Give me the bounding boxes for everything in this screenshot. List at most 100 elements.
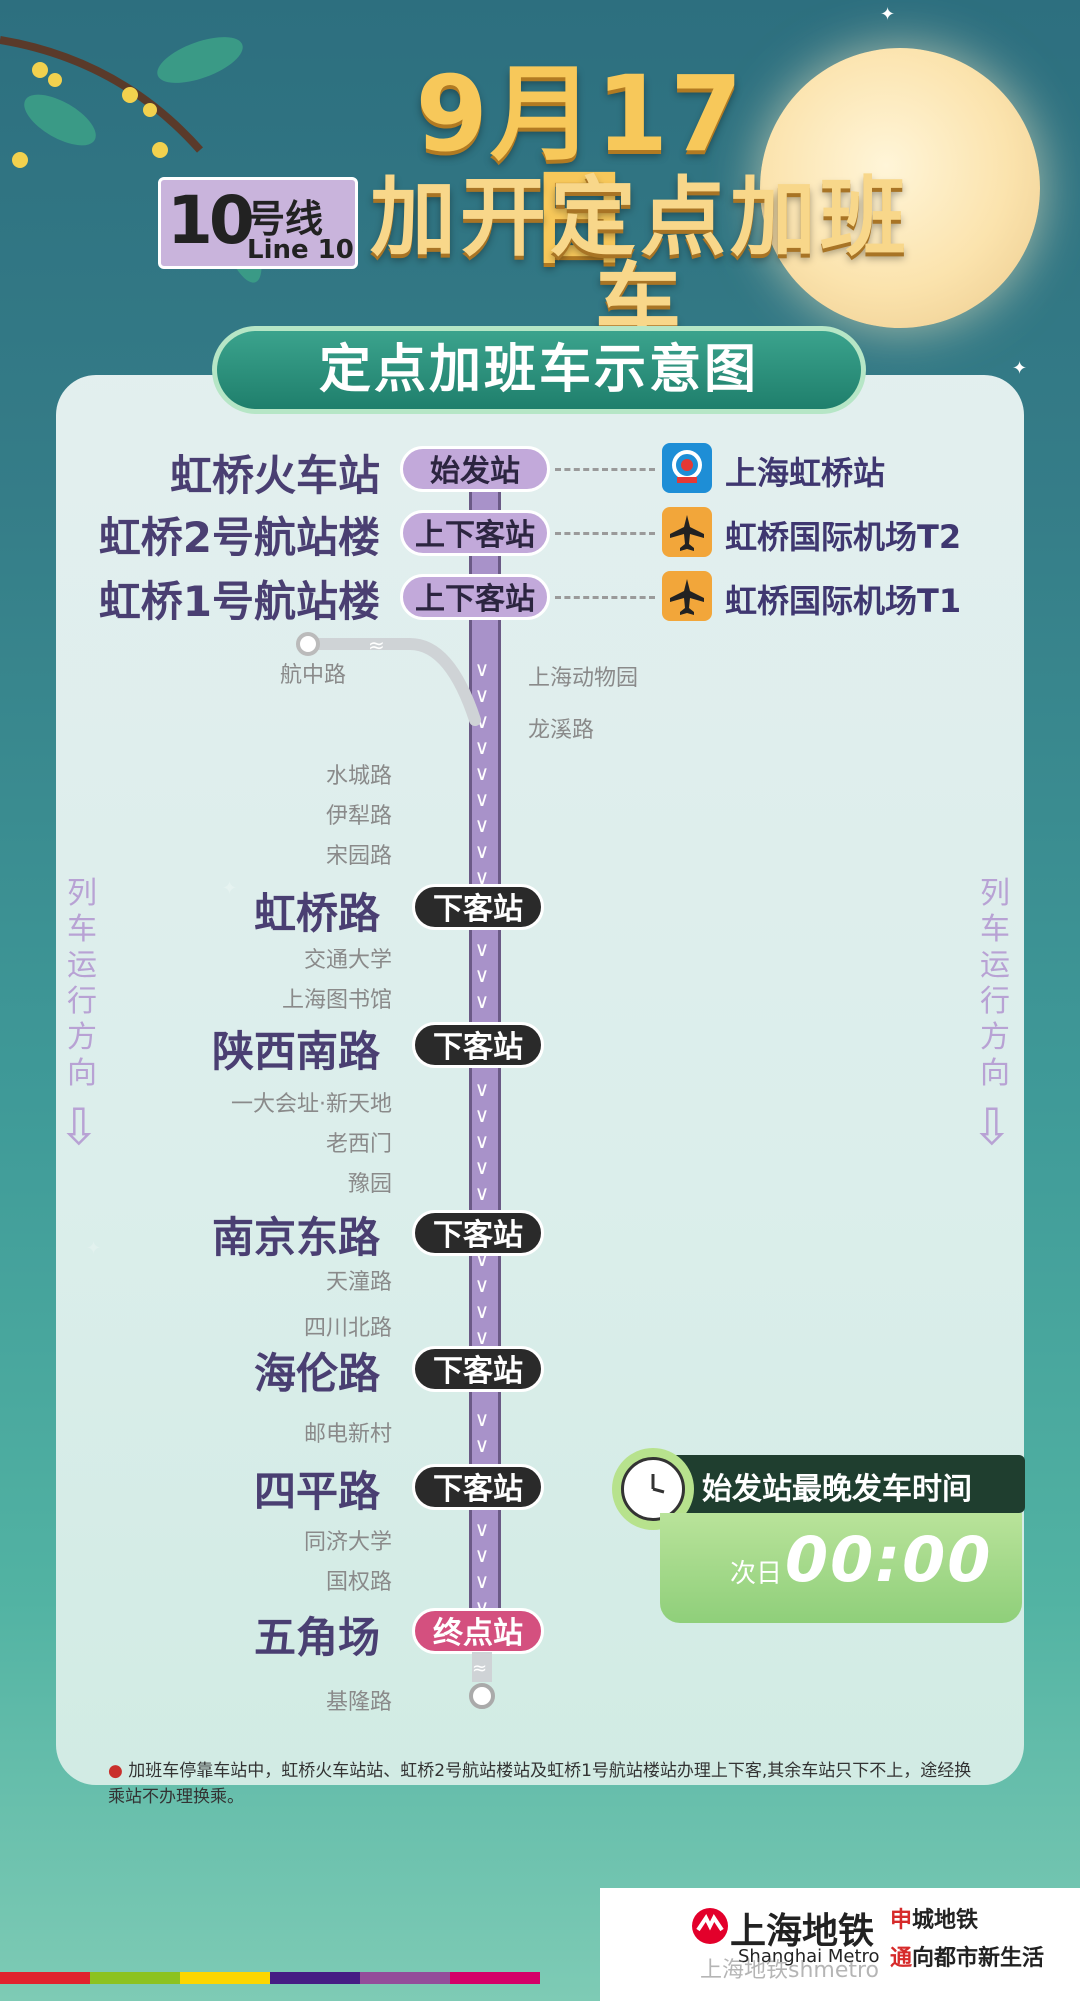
chevron-down-icon: ∨ <box>474 1299 490 1323</box>
station-shuicheng: 水城路 <box>325 764 392 789</box>
badge-board-alight: 上下客站 <box>400 510 550 556</box>
footnote: ● 加班车停靠车站中，虹桥火车站站、虹桥2号航站楼站及虹桥1号航站楼站办理上下客… <box>108 1758 978 1810</box>
metro-logo-cn: 上海地铁 <box>730 1911 875 1952</box>
osmanthus-branch <box>0 36 262 283</box>
badge-terminal: 终点站 <box>412 1608 544 1654</box>
chevron-down-icon: ∨ <box>474 865 490 889</box>
chevron-down-icon: ∨ <box>474 1543 490 1567</box>
svg-text:≈: ≈ <box>368 633 385 657</box>
metro-logo-area: 上海地铁 Shanghai Metro 申城地铁 通向都市新生活 <box>600 1888 1080 2001</box>
footnote-text: 加班车停靠车站中，虹桥火车站站、虹桥2号航站楼站及虹桥1号航站楼站办理上下客,其… <box>108 1761 972 1807</box>
direction-char: 方 <box>67 1020 97 1055</box>
svg-text:≈: ≈ <box>472 1658 487 1679</box>
last-train-header: 始发站最晚发车时间 <box>660 1455 1025 1513</box>
direction-char: 向 <box>67 1056 97 1091</box>
star-icon: ✦ <box>880 4 896 25</box>
direction-char: 运 <box>980 948 1010 983</box>
chevron-down-icon: ∨ <box>474 1325 490 1349</box>
airplane-icon <box>662 571 712 621</box>
station-shaanxi-south: 陕西南路 <box>211 1027 380 1076</box>
star-icon: ✦ <box>1012 358 1028 379</box>
badge-board-alight: 上下客站 <box>400 574 550 620</box>
badge-alight-only: 下客站 <box>412 1346 544 1392</box>
transfer-airport-t1: 虹桥国际机场T1 <box>725 582 962 620</box>
station-guoquan: 国权路 <box>325 1570 392 1595</box>
transfer-dash <box>555 532 655 535</box>
direction-char: 方 <box>980 1020 1010 1055</box>
chevron-down-icon: ∨ <box>474 963 490 987</box>
direction-char: 车 <box>980 912 1010 947</box>
chevron-down-icon: ∨ <box>474 761 490 785</box>
station-hongqiao-t1: 虹桥1号航站楼 <box>98 577 380 626</box>
chevron-down-icon: ∨ <box>474 1129 490 1153</box>
station-laoximen: 老西门 <box>325 1132 392 1157</box>
line-name-en: Line 10 <box>247 235 354 265</box>
direction-char: 列 <box>67 876 97 911</box>
branch-line: ≈ <box>296 632 481 726</box>
chevron-down-icon: ∨ <box>474 1103 490 1127</box>
metro-logo-en: Shanghai Metro <box>738 1946 880 1967</box>
transfer-dash <box>555 468 655 471</box>
station-wujiaochang: 五角场 <box>253 1613 380 1662</box>
direction-char: 车 <box>67 912 97 947</box>
station-shanghai-zoo: 上海动物园 <box>528 666 639 691</box>
station-hongqiao-railway: 虹桥火车站 <box>169 451 380 500</box>
next-day-label: 次日 <box>730 1559 783 1589</box>
station-yili: 伊犁路 <box>325 804 392 829</box>
chevron-down-icon: ∨ <box>474 1433 490 1457</box>
direction-label-left: 列车运行方向 <box>62 876 102 1092</box>
station-yuyuan: 豫园 <box>347 1172 392 1197</box>
station-xintiandi: 一大会址·新天地 <box>231 1092 392 1117</box>
chevron-down-icon: ∨ <box>474 1077 490 1101</box>
chevron-down-icon: ∨ <box>474 937 490 961</box>
station-songyuan: 宋园路 <box>325 844 392 869</box>
station-jiaotong-univ: 交通大学 <box>303 948 392 973</box>
badge-origin: 始发站 <box>400 446 550 492</box>
badge-alight-only: 下客站 <box>412 1210 544 1256</box>
chevron-down-icon: ∨ <box>474 683 490 707</box>
slogan-line2: 通向都市新生活 <box>890 1946 1045 1971</box>
direction-char: 向 <box>980 1056 1010 1091</box>
station-shanghai-library: 上海图书馆 <box>281 988 392 1013</box>
station-longxi: 龙溪路 <box>528 718 595 743</box>
metro-logo-icon <box>692 1908 728 1944</box>
chevron-down-icon: ∨ <box>474 787 490 811</box>
station-hailun: 海伦路 <box>253 1349 380 1398</box>
watermark: 上海地铁shmetro <box>700 1958 880 1983</box>
last-train-time: 00:00 <box>785 1523 993 1596</box>
bullet-icon: ● <box>108 1761 123 1781</box>
line-number: 10 <box>167 182 255 259</box>
station-hangzhong: 航中路 <box>279 663 346 688</box>
transfer-hongqiao-railway: 上海虹桥站 <box>725 454 886 492</box>
line-badge: 10 号线 Line 10 <box>158 177 358 269</box>
moon <box>760 48 1040 328</box>
station-hongqiao-t2: 虹桥2号航站楼 <box>98 513 380 562</box>
station-tiantong: 天潼路 <box>325 1270 392 1295</box>
station-nanjing-east: 南京东路 <box>211 1213 380 1262</box>
chevron-down-icon: ∨ <box>474 813 490 837</box>
badge-alight-only: 下客站 <box>412 884 544 930</box>
chevron-down-icon: ∨ <box>474 1569 490 1593</box>
chevron-down-icon: ∨ <box>474 657 490 681</box>
last-train-time-box: 次日 00:00 <box>660 1513 1022 1623</box>
down-arrow-icon: ⇩ <box>58 1098 100 1156</box>
chevron-down-icon: ∨ <box>474 1155 490 1179</box>
terminal-extension: ≈ <box>469 1652 495 1709</box>
diagram-subtitle: 定点加班车示意图 <box>212 326 866 414</box>
chevron-down-icon: ∨ <box>474 1517 490 1541</box>
direction-char: 列 <box>980 876 1010 911</box>
direction-char: 行 <box>67 984 97 1019</box>
event-date: 9月17日 <box>415 53 745 279</box>
down-arrow-icon: ⇩ <box>971 1098 1013 1156</box>
chevron-down-icon: ∨ <box>474 1273 490 1297</box>
direction-label-right: 列车运行方向 <box>975 876 1015 1092</box>
station-tongji-univ: 同济大学 <box>303 1530 392 1555</box>
transfer-airport-t2: 虹桥国际机场T2 <box>725 518 962 556</box>
chevron-down-icon: ∨ <box>474 1181 490 1205</box>
transfer-dash <box>555 596 655 599</box>
line-number-suffix: 号线 <box>247 197 324 241</box>
railway-icon <box>662 443 712 493</box>
station-hongqiao-road: 虹桥路 <box>253 889 380 938</box>
chevron-down-icon: ∨ <box>474 989 490 1013</box>
